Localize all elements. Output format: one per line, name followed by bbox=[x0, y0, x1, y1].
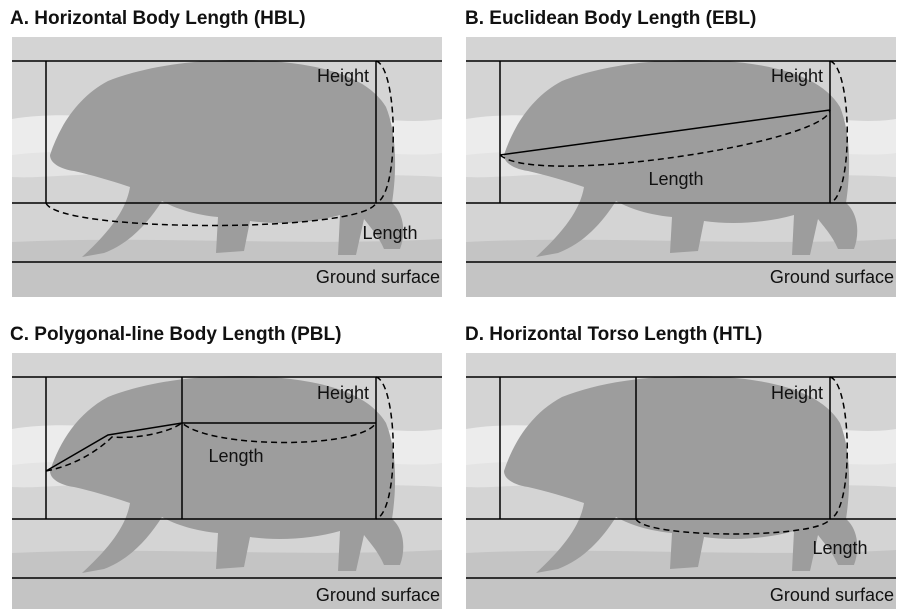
panel-d-diagram: Height Length Ground surface bbox=[466, 353, 896, 609]
ground-surface-label: Ground surface bbox=[770, 267, 894, 287]
ground-surface-label: Ground surface bbox=[316, 267, 440, 287]
panel-a-title: A. Horizontal Body Length (HBL) bbox=[10, 8, 306, 30]
height-label: Height bbox=[771, 383, 823, 403]
height-label: Height bbox=[317, 383, 369, 403]
length-label: Length bbox=[362, 223, 417, 243]
panel-c-diagram: Height Length Ground surface bbox=[12, 353, 442, 609]
length-label: Length bbox=[208, 446, 263, 466]
height-label: Height bbox=[317, 66, 369, 86]
bear-photo bbox=[466, 353, 896, 609]
panel-a-diagram: Height Length Ground surface bbox=[12, 37, 442, 297]
length-label: Length bbox=[648, 169, 703, 189]
bear-photo bbox=[466, 37, 896, 297]
panel-c-title: C. Polygonal-line Body Length (PBL) bbox=[10, 324, 341, 346]
height-label: Height bbox=[771, 66, 823, 86]
ground-surface-label: Ground surface bbox=[770, 585, 894, 605]
bear-photo bbox=[12, 37, 442, 297]
panel-d-title: D. Horizontal Torso Length (HTL) bbox=[465, 324, 762, 346]
length-label: Length bbox=[812, 538, 867, 558]
bear-photo bbox=[12, 353, 442, 609]
panel-b-title: B. Euclidean Body Length (EBL) bbox=[465, 8, 756, 30]
ground-surface-label: Ground surface bbox=[316, 585, 440, 605]
panel-b-diagram: Height Length Ground surface bbox=[466, 37, 896, 297]
